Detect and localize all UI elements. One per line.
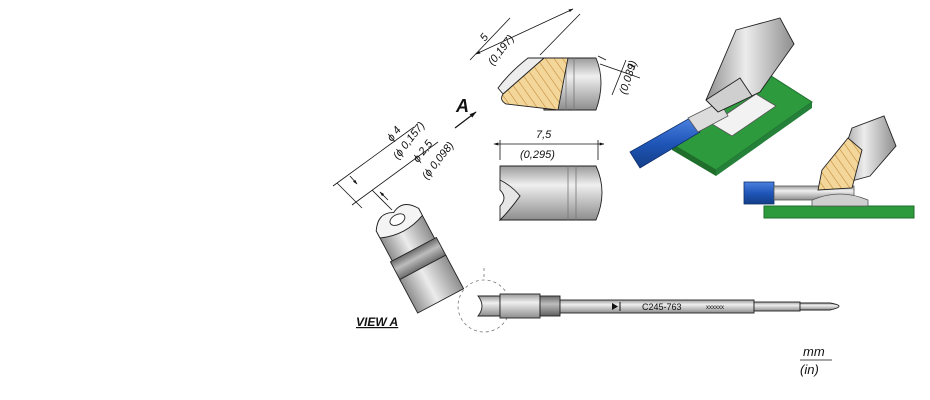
ext-line-2 — [371, 189, 393, 211]
unit-primary: mm — [803, 344, 825, 359]
tip-width-in: (0,295) — [520, 149, 555, 161]
view-a-label: VIEW A — [356, 315, 398, 329]
tip-width-mm: 7,5 — [536, 129, 552, 141]
full-tip-end — [799, 302, 840, 311]
full-tip-rear — [753, 301, 801, 312]
dim-line-inner — [351, 141, 439, 206]
full-tip-length-view: C245-763 xxxxxx — [457, 268, 840, 333]
application-pcb-perspective — [629, 17, 813, 176]
unit-secondary: (in) — [800, 362, 819, 377]
tip-shank — [399, 254, 465, 314]
part-number: C245-763 — [642, 302, 682, 312]
dim-line-outer — [332, 126, 415, 187]
arrow-a-label: A — [455, 96, 469, 116]
full-tip-head — [477, 295, 501, 317]
arrow-a-pointer — [454, 111, 477, 129]
wire-insulation — [629, 117, 701, 169]
blade-length-mm: 5 — [478, 31, 492, 44]
tip-thickness-mm: 1 — [625, 61, 638, 71]
pcb-pad — [711, 93, 777, 137]
top-tip-tinned-wedge — [501, 57, 569, 111]
direction-marker-icon — [612, 303, 618, 310]
middle-tip-top-view — [498, 165, 603, 222]
view-a-tip — [375, 204, 465, 314]
tip-bore — [389, 213, 406, 226]
side-pcb — [763, 205, 915, 219]
top-tip-side-view — [497, 57, 602, 111]
full-tip-band — [539, 295, 561, 317]
serial-marking: xxxxxx — [706, 305, 724, 311]
application-side-view — [743, 115, 915, 219]
side-tip-tinned — [817, 137, 863, 191]
units-legend: mm (in) — [800, 344, 832, 377]
side-wire-insulation — [743, 181, 775, 205]
tip-thickness-in: (0,039) — [617, 59, 639, 96]
view-a-arrow: A — [454, 96, 477, 129]
ext-line-1 — [336, 182, 363, 209]
middle-tip-dimensions: 7,5 (0,295) — [493, 129, 605, 161]
full-tip-collar — [499, 293, 541, 319]
view-a-diameter-dimensions: ϕ 4 (ϕ 0,157) ϕ 2,5 (ϕ 0,098) — [332, 119, 457, 211]
